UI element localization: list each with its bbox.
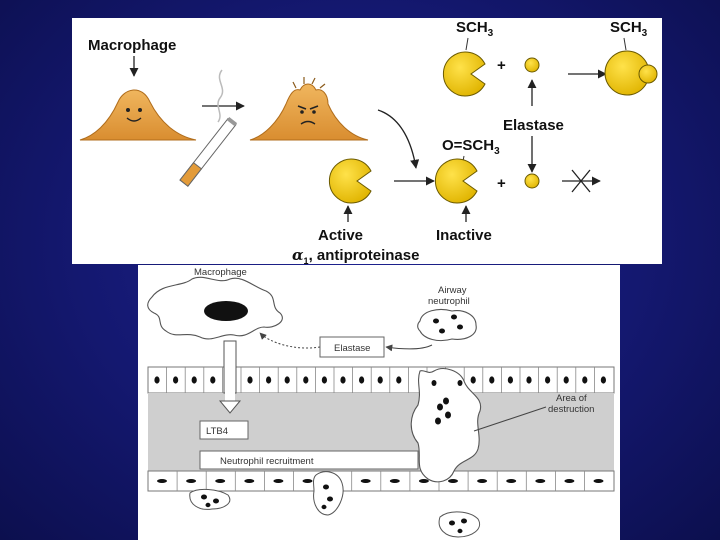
destruction-cavity (410, 368, 482, 483)
inactive-label: Inactive (436, 227, 492, 244)
endothelial-nucleus (273, 479, 284, 483)
neutrophil-recruitment-label: Neutrophil recruitment (220, 456, 314, 467)
epithelial-nucleus (266, 376, 272, 384)
epithelial-nucleus (210, 376, 216, 384)
elastase-label: Elastase (503, 117, 564, 134)
endothelial-nucleus (593, 479, 604, 483)
neutrophil-elastase-arrow (385, 344, 433, 352)
endothelial-nucleus (564, 479, 575, 483)
epithelial-nucleus (563, 376, 569, 384)
endothelial-nucleus (535, 479, 546, 483)
alpha1-antiproteinase-label: α1, antiproteinase (292, 246, 419, 264)
epithelial-nucleus (247, 376, 253, 384)
epithelial-nucleus (489, 376, 495, 384)
macrophage-tissue-label: Macrophage (194, 267, 247, 278)
airway-neutrophil-icon (417, 308, 477, 342)
endothelial-nucleus (157, 479, 167, 483)
epithelial-nucleus (600, 376, 606, 384)
elastase-ball-top-icon (524, 57, 540, 73)
ltb4-box (199, 420, 249, 440)
active-alpha1-protein-icon (328, 158, 372, 204)
alpha1-antiproteinase-panel: Macrophage SCH3 + SCH3 (72, 18, 662, 264)
migrating-neutrophil-3-icon (438, 511, 480, 538)
oxidation-arrow (377, 109, 420, 169)
migrating-neutrophil-1-icon (189, 488, 231, 510)
happy-macrophage-icon (79, 89, 197, 141)
endothelial-nucleus (389, 479, 400, 483)
inactive-alpha1-protein-icon (434, 158, 478, 204)
endothelial-nucleus (215, 479, 226, 483)
epithelial-nucleus (526, 376, 532, 384)
migrating-neutrophil-2-icon (313, 471, 344, 516)
ltb4-release-arrow-head (218, 400, 242, 414)
endothelial-nucleus (244, 479, 255, 483)
tissue-macrophage-icon (147, 276, 283, 340)
endothelial-cells (157, 471, 604, 491)
epithelial-nucleus (321, 376, 327, 384)
blocked-x-icon (571, 169, 591, 193)
active-label: Active (318, 227, 363, 244)
epithelial-nucleus (284, 376, 290, 384)
cigarette-icon (179, 69, 238, 187)
epithelial-nucleus (154, 376, 160, 384)
plus-bottom-label: + (497, 175, 506, 192)
endothelial-nucleus (418, 479, 429, 483)
alpha1-elastase-complex-icon (604, 50, 658, 96)
epithelial-nucleus (359, 376, 365, 384)
ltb4-label: LTB4 (206, 426, 228, 437)
neutrophil-recruitment-box (199, 450, 419, 470)
destruction-pointer-line (473, 406, 547, 432)
plus-top-label: + (497, 57, 506, 74)
elastase-ball-bottom-icon (524, 173, 540, 189)
alpha1-antiproteinase-diagram: Macrophage SCH3 + SCH3 (79, 19, 658, 264)
epithelial-nucleus (191, 376, 197, 384)
epithelial-nucleus (545, 376, 551, 384)
endothelial-nucleus (506, 479, 517, 483)
endothelial-nucleus (360, 479, 371, 483)
active-alpha1-protein-top-icon (442, 51, 486, 97)
epithelial-nucleus (507, 376, 513, 384)
epithelial-nucleus (377, 376, 383, 384)
endothelial-nucleus (448, 479, 458, 483)
epithelial-nucleus (396, 376, 402, 384)
oxidized-sch3-label: O=SCH3 (442, 137, 500, 157)
endothelial-nucleus (477, 479, 488, 483)
sch3-right-label: SCH3 (610, 19, 648, 39)
sch3-bond-right (623, 37, 627, 51)
ltb4-release-arrow-cover (225, 367, 235, 403)
epithelial-nucleus (470, 376, 476, 384)
epithelial-nucleus (303, 376, 309, 384)
sch3-left-label: SCH3 (456, 19, 494, 39)
epithelial-nucleus (340, 376, 346, 384)
elastase-to-macrophage-arrow (259, 332, 321, 349)
sch3-bond-left (465, 37, 469, 51)
endothelial-nucleus (302, 479, 313, 483)
epithelial-nucleus (582, 376, 588, 384)
macrophage-label: Macrophage (88, 37, 176, 54)
endothelial-nucleus (186, 479, 197, 483)
activated-macrophage-icon (249, 77, 369, 141)
epithelial-nucleus (173, 376, 179, 384)
elastase-tissue-label: Elastase (334, 343, 370, 354)
